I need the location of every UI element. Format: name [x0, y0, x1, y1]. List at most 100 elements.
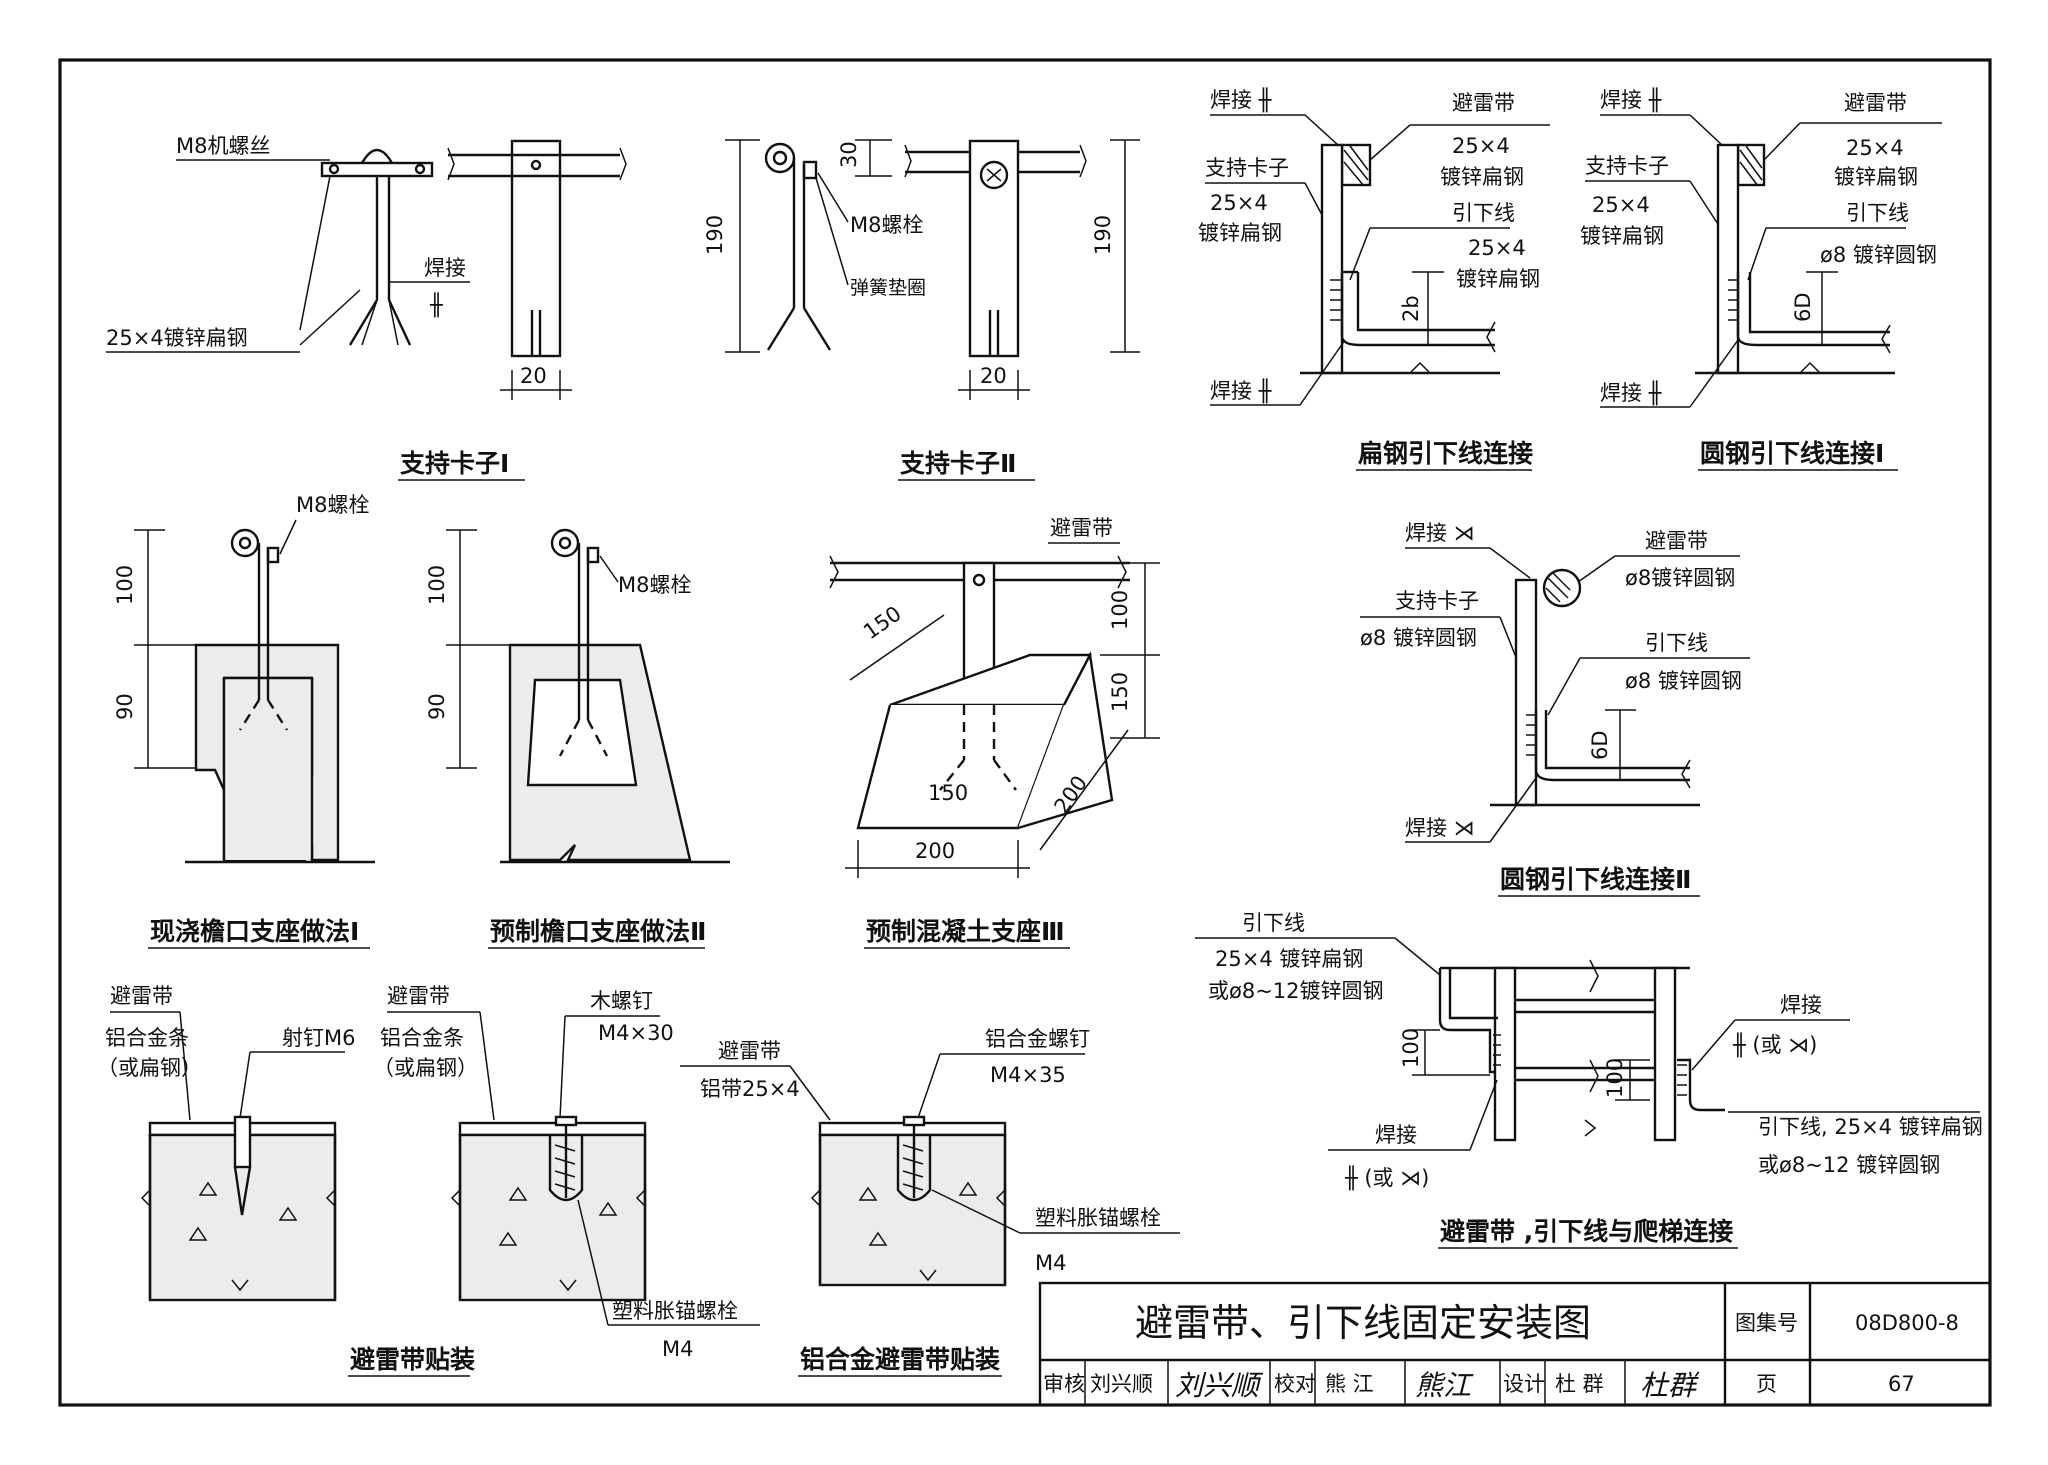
block3-dim-200-base: 200	[915, 839, 955, 863]
ladder-down-right-1: 引下线, 25×4 镀锌扁钢	[1758, 1115, 1983, 1139]
mount-material-alt: （或扁钢）	[97, 1056, 202, 1080]
round1-belt-label: 避雷带	[1844, 91, 1907, 115]
flat-weld-top: 焊接 ╫	[1210, 87, 1272, 113]
round-steel-downlead-1-detail: 焊接 ╫ 避雷带 25×4 镀锌扁钢 支持卡子 25×4 镀锌扁钢 引下线 ø8…	[1580, 87, 1942, 471]
clamp1-screw-label: M8机螺丝	[176, 134, 270, 158]
round2-title: 圆钢引下线连接Ⅱ	[1500, 865, 1691, 894]
aluminum-belt-mount-detail: 避雷带 铝带25×4 铝合金螺钉 M4×35 塑料胀锚螺栓 M4 铝合金避雷带贴…	[680, 1027, 1180, 1377]
mount-title: 避雷带贴装	[350, 1345, 475, 1374]
flat-dim-2b: 2b	[1399, 295, 1423, 322]
clamp2-dim-height-2: 190	[1091, 215, 1115, 255]
atlas-number: 08D800-8	[1855, 1311, 1959, 1335]
precast-block-3-detail: 避雷带 150 150 100 150 200 200 预制混凝土支座Ⅲ	[829, 516, 1160, 949]
clamp2-washer-label: 弹簧垫圈	[850, 277, 926, 299]
clamp1-title: 支持卡子Ⅰ	[400, 449, 509, 478]
alu-title: 铝合金避雷带贴装	[800, 1345, 1000, 1374]
round2-weld-bottom: 焊接 ⋊	[1405, 816, 1475, 840]
design-label: 设计	[1503, 1372, 1545, 1396]
review-label: 审核	[1043, 1372, 1085, 1396]
flat-clamp-label: 支持卡子	[1205, 156, 1289, 180]
round1-clamp-label: 支持卡子	[1585, 154, 1669, 178]
round1-weld-top: 焊接 ╫	[1600, 87, 1662, 113]
belt-mount-detail: 避雷带 铝合金条 （或扁钢） 射钉M6 避雷带贴装	[97, 984, 475, 1377]
eave1-dim-a: 100	[113, 565, 137, 605]
ladder-weld-right-symbol: ╫ (或 ⋊)	[1732, 1032, 1817, 1058]
ladder-dim-right: 100	[1603, 1058, 1627, 1098]
flat-belt-material: 镀锌扁钢	[1440, 165, 1524, 189]
flat-down-label: 引下线	[1452, 201, 1515, 225]
round1-down-spec: ø8 镀锌圆钢	[1820, 243, 1937, 267]
round2-down-label: 引下线	[1645, 631, 1708, 655]
round1-weld-bottom: 焊接 ╫	[1600, 380, 1662, 406]
check-signature: 熊江	[1415, 1369, 1474, 1402]
mount-nail-label: 射钉M6	[282, 1026, 355, 1050]
check-label: 校对	[1274, 1372, 1316, 1396]
block3-title: 预制混凝土支座Ⅲ	[866, 917, 1065, 946]
review-name: 刘兴顺	[1090, 1372, 1153, 1396]
clamp1-weld-label: 焊接	[424, 256, 466, 280]
alu-screw-label: 铝合金螺钉	[985, 1027, 1090, 1051]
mount2-screw-spec: M4×30	[598, 1021, 674, 1045]
block3-dim-150-vert: 150	[1108, 672, 1132, 712]
drawing-title: 避雷带、引下线固定安装图	[1135, 1301, 1591, 1345]
ladder-title: 避雷带 ,引下线与爬梯连接	[1440, 1217, 1733, 1246]
round2-clamp-spec: ø8 镀锌圆钢	[1360, 626, 1477, 650]
block3-dim-150-base: 150	[928, 781, 968, 805]
mount2-screw-label: 木螺钉	[590, 989, 653, 1013]
round1-dim-6d: 6D	[1791, 292, 1815, 322]
review-signature: 刘兴顺	[1175, 1369, 1264, 1402]
block3-belt-label: 避雷带	[1050, 516, 1113, 540]
ladder-connection-detail: 引下线 25×4 镀锌扁钢 或ø8~12镀锌圆钢 100 焊接 ╫ (或 ⋊) …	[1195, 911, 1983, 1249]
clamp2-dim-top: 30	[837, 141, 861, 168]
round1-clamp-spec: 25×4	[1592, 193, 1650, 217]
flat-conn-title: 扁钢引下线连接	[1358, 439, 1533, 468]
sheet-border	[58, 58, 1992, 1407]
eave2-title: 预制檐口支座做法Ⅱ	[490, 917, 706, 946]
ladder-weld-right: 焊接	[1780, 993, 1822, 1017]
flat-clamp-material: 镀锌扁钢	[1198, 221, 1282, 245]
round1-clamp-material: 镀锌扁钢	[1580, 224, 1664, 248]
flat-weld-bottom: 焊接 ╫	[1210, 378, 1272, 404]
check-name: 熊 江	[1325, 1372, 1374, 1396]
clamp2-dim-height: 190	[703, 215, 727, 255]
clamp2-dim-width: 20	[980, 364, 1007, 388]
round2-clamp-label: 支持卡子	[1395, 589, 1479, 613]
round1-belt-spec: 25×4	[1846, 136, 1904, 160]
eave2-bolt-label: M8螺栓	[618, 573, 691, 597]
ladder-down-spec-1: 25×4 镀锌扁钢	[1215, 947, 1363, 971]
belt-mount-wood-screw-detail: 避雷带 铝合金条 （或扁钢） 木螺钉 M4×30 塑料胀锚螺栓 M4	[373, 984, 760, 1361]
mount2-belt-label: 避雷带	[387, 984, 450, 1008]
design-name: 杜 群	[1555, 1372, 1604, 1396]
clamp2-title: 支持卡子Ⅱ	[900, 449, 1016, 478]
clamp1-dim-width: 20	[520, 364, 547, 388]
ladder-weld-left: 焊接	[1375, 1123, 1417, 1147]
eave1-title: 现浇檐口支座做法Ⅰ	[150, 917, 359, 946]
mount2-anchor-spec: M4	[662, 1337, 693, 1361]
alu-anchor-label: 塑料胀锚螺栓	[1035, 1206, 1161, 1230]
page-number: 67	[1888, 1372, 1915, 1396]
flat-down-spec: 25×4	[1468, 236, 1526, 260]
round2-belt-label: 避雷带	[1645, 529, 1708, 553]
ladder-down-spec-2: 或ø8~12镀锌圆钢	[1208, 979, 1384, 1003]
clamp1-weld-symbol: ╫	[429, 292, 443, 318]
ladder-dim-left: 100	[1399, 1028, 1423, 1068]
block3-dim-100: 100	[1108, 590, 1132, 630]
round-steel-downlead-2-detail: 焊接 ⋊ 避雷带 ø8镀锌圆钢 支持卡子 ø8 镀锌圆钢 引下线 ø8 镀锌圆钢…	[1360, 521, 1750, 897]
flat-belt-spec: 25×4	[1452, 134, 1510, 158]
round1-down-label: 引下线	[1846, 201, 1909, 225]
flat-belt-label: 避雷带	[1452, 91, 1515, 115]
block3-dim-150-diag: 150	[859, 601, 906, 644]
design-signature: 杜群	[1640, 1369, 1700, 1402]
eave1-dim-b: 90	[113, 693, 137, 720]
clamp-2-detail: 190 30 M8螺栓 弹簧垫圈 190 20 支持卡子Ⅱ	[703, 139, 1140, 481]
alu-anchor-spec: M4	[1035, 1251, 1066, 1275]
ladder-down-label: 引下线	[1242, 911, 1305, 935]
clamp-1-detail: M8机螺丝 焊接 ╫ 25×4镀锌扁钢 20 支持卡子Ⅰ	[106, 134, 627, 481]
page-label: 页	[1756, 1372, 1777, 1396]
clamp1-flat-steel-label: 25×4镀锌扁钢	[106, 326, 248, 350]
ladder-weld-left-symbol: ╫ (或 ⋊)	[1344, 1165, 1429, 1191]
flat-steel-downlead-detail: 焊接 ╫ 避雷带 25×4 镀锌扁钢 支持卡子 25×4 镀锌扁钢 引下线 25…	[1198, 87, 1550, 471]
mount2-anchor-label: 塑料胀锚螺栓	[612, 1299, 738, 1323]
eave2-dim-a: 100	[425, 565, 449, 605]
